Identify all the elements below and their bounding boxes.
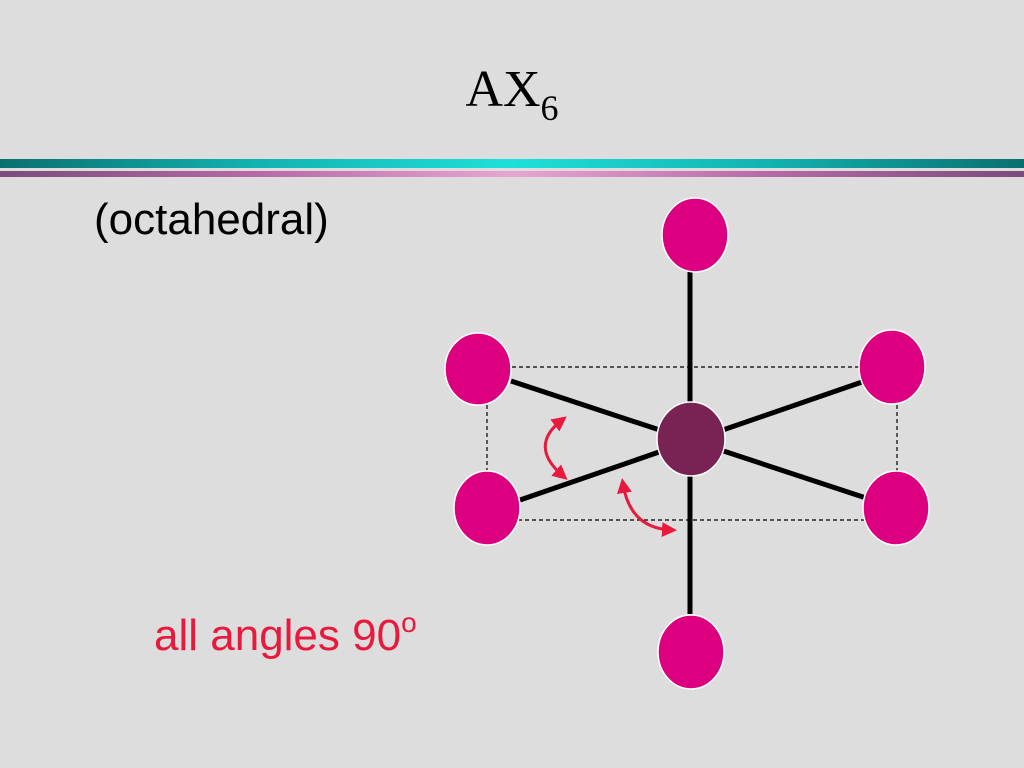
ligand-atoms xyxy=(444,197,930,690)
title-subscript: 6 xyxy=(540,88,559,128)
caption-main: all angles 90 xyxy=(154,611,402,660)
title-main: AX xyxy=(465,61,541,118)
bond-angle-caption: all angles 90o xyxy=(154,607,417,662)
ligand-atom-front-left xyxy=(453,470,521,546)
caption-superscript: o xyxy=(401,607,417,638)
central-atom xyxy=(656,401,726,477)
slide-title: AX6 xyxy=(0,60,1024,126)
angle-arrow-axial xyxy=(617,478,677,538)
ligand-atom-front-right xyxy=(862,470,930,546)
ligand-atom-back-right xyxy=(858,329,926,405)
angle-arrows xyxy=(543,416,677,538)
geometry-label: (octahedral) xyxy=(94,195,329,244)
ligand-atom-bottom xyxy=(657,614,725,690)
angle-arrow-equatorial xyxy=(543,416,568,480)
title-rule-teal xyxy=(0,159,1024,168)
equatorial-plane-outline xyxy=(486,366,898,521)
ligand-atom-back-left xyxy=(444,332,512,406)
ligand-atom-top xyxy=(661,197,729,273)
title-rule-pink xyxy=(0,171,1024,177)
